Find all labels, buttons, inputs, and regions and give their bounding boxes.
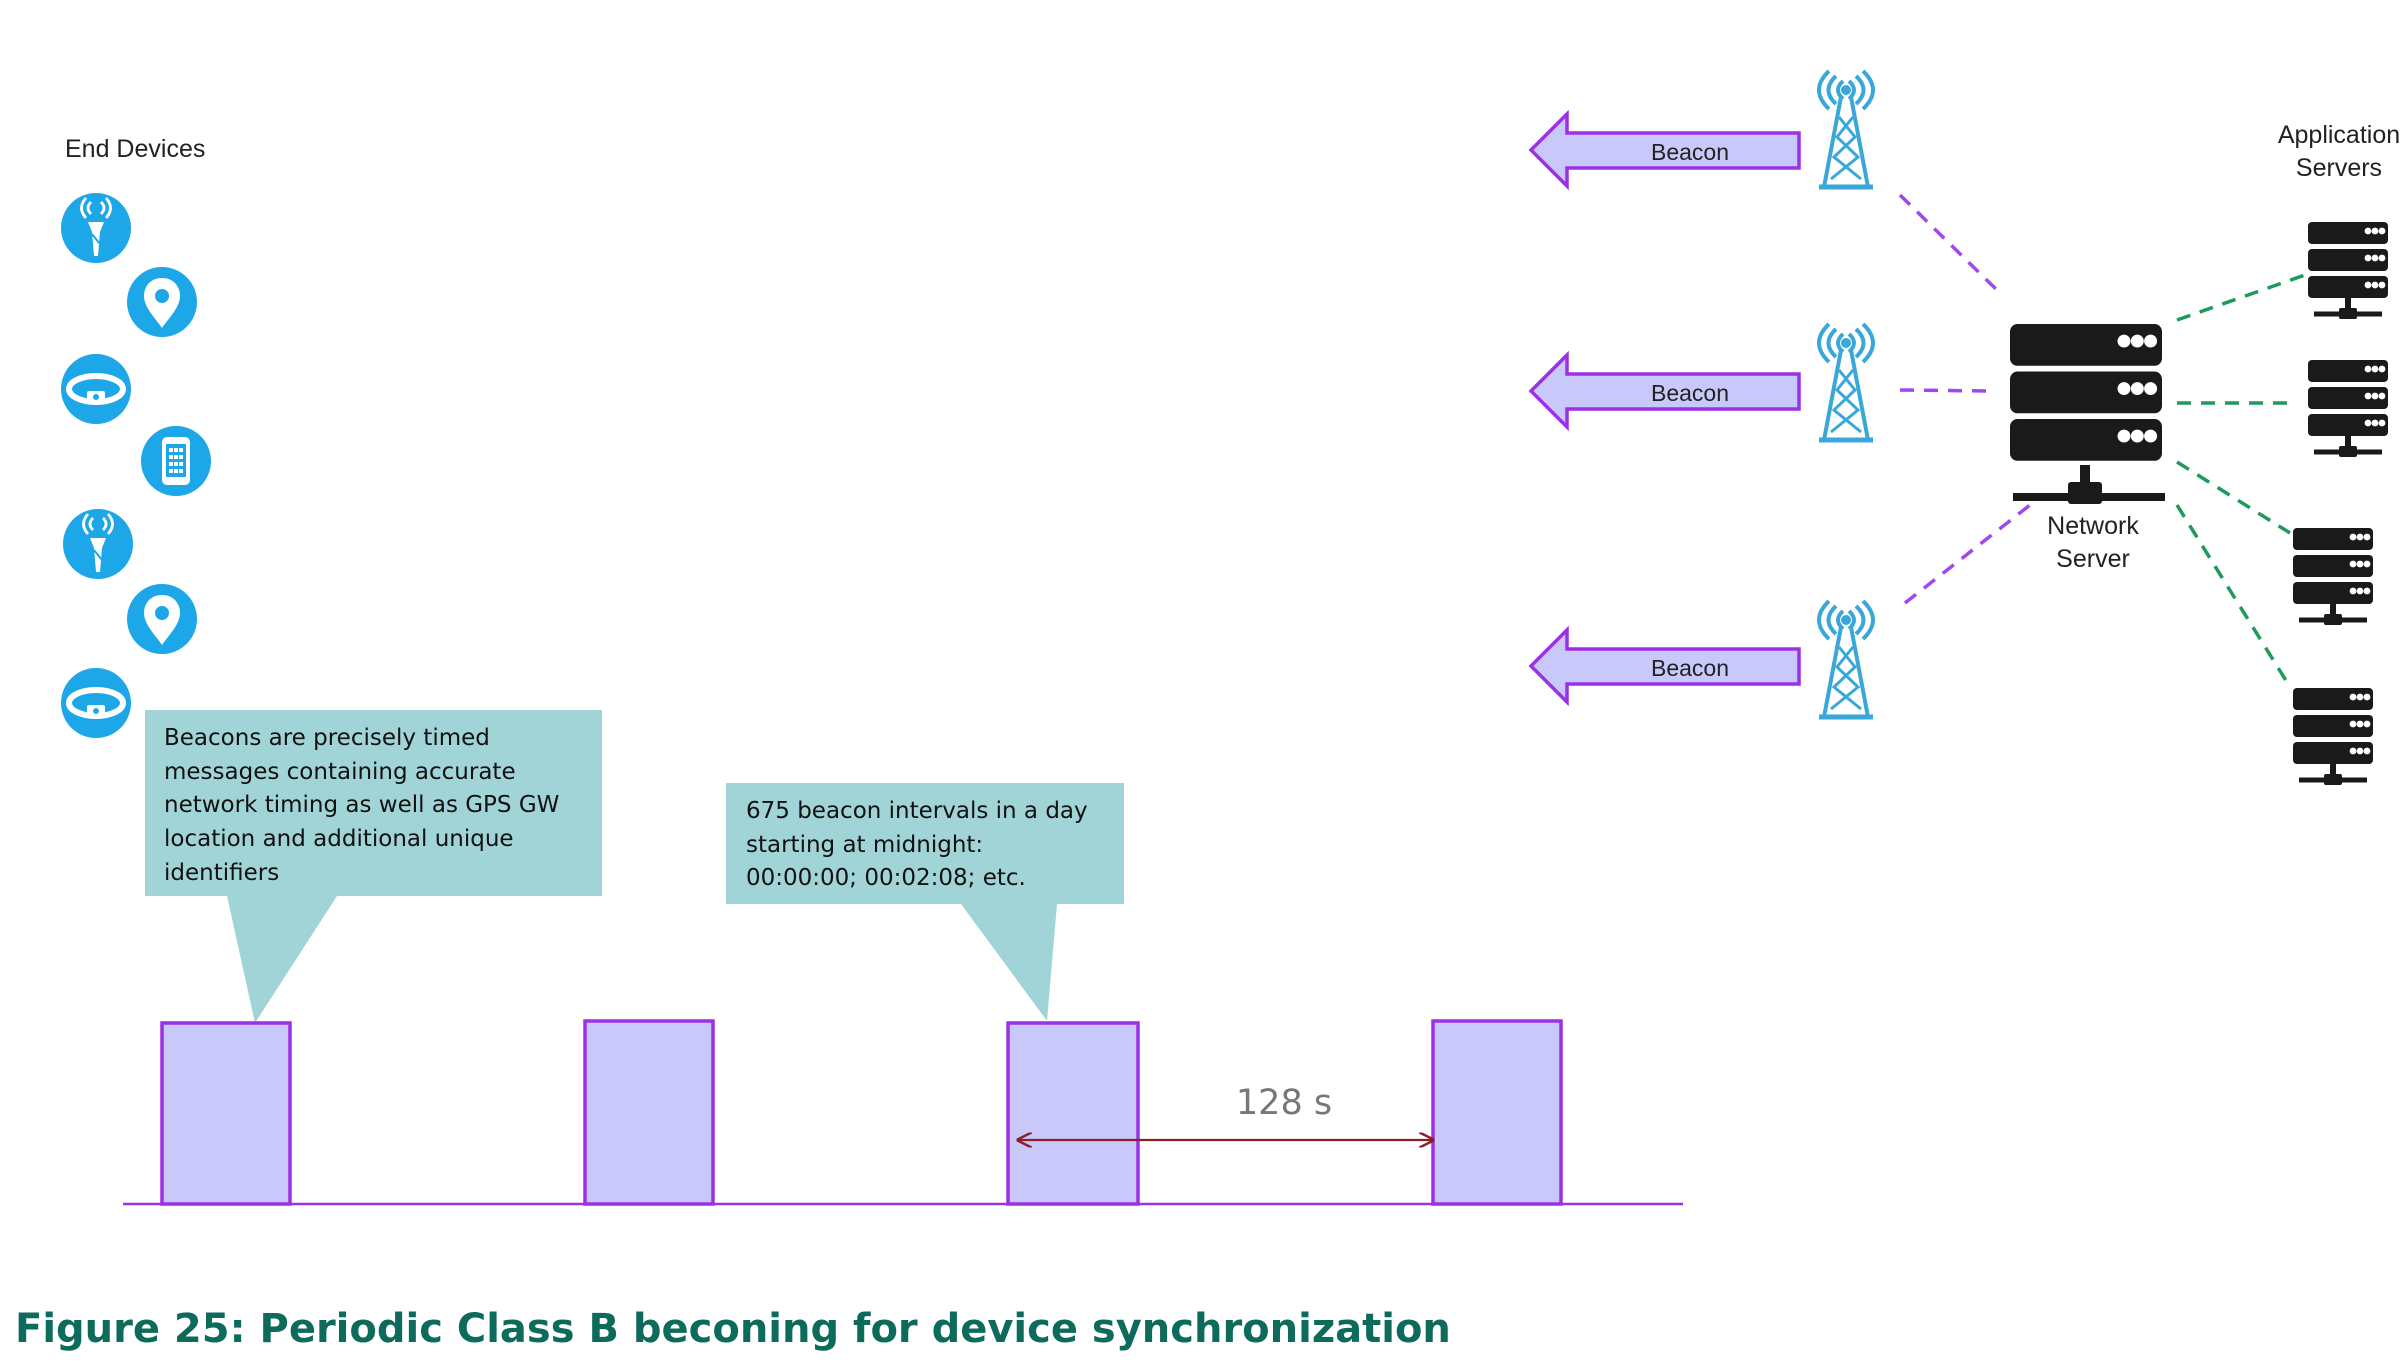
end-device-phone-icon <box>141 426 211 496</box>
application-server-icon-4 <box>2293 688 2373 785</box>
end-device-wristband-icon-2 <box>61 668 131 738</box>
gateway-tower-icon-2 <box>1819 324 1873 440</box>
gateway-links <box>1898 193 2032 605</box>
beacon-arrow-1: Beacon <box>1528 109 1801 191</box>
gateway-link-3 <box>1903 503 2032 605</box>
application-servers-label-line-2: Servers <box>2296 154 2382 182</box>
callout-right: 675 beacon intervals in a day starting a… <box>726 783 1124 1021</box>
gateway-link-2 <box>1899 388 1991 393</box>
application-server-icon-2 <box>2308 360 2388 457</box>
end-device-tower-icon-1 <box>61 193 131 263</box>
callout-right-line-1: 675 beacon intervals in a day <box>746 798 1088 824</box>
application-server-icon-3 <box>2293 528 2373 625</box>
beacon-slot-1 <box>160 1021 292 1206</box>
beacon-slot-2 <box>583 1019 715 1206</box>
network-server-label-line-2: Server <box>2056 545 2130 573</box>
network-server-icon <box>2010 324 2165 504</box>
callout-left-line-1: Beacons are precisely timed <box>164 725 490 751</box>
app-server-link-3 <box>2176 460 2291 535</box>
app-server-link-1 <box>2176 273 2306 322</box>
end-device-location-pin-icon-1 <box>127 267 197 337</box>
gateway-link-1 <box>1898 193 2004 297</box>
end-device-wristband-icon-1 <box>61 354 131 424</box>
app-server-link-4 <box>2175 504 2292 688</box>
application-servers-label-line-1: Application <box>2278 121 2400 149</box>
beacon-label-2: Beacon <box>1651 380 1729 406</box>
gateway-tower-icon-1 <box>1819 71 1873 187</box>
callout-left: Beacons are precisely timed messages con… <box>145 710 602 1023</box>
end-device-location-pin-icon-2 <box>127 584 197 654</box>
beacon-label-3: Beacon <box>1651 655 1729 681</box>
beacon-label-1: Beacon <box>1651 139 1729 165</box>
callout-right-line-3: 00:00:00; 00:02:08; etc. <box>746 865 1026 891</box>
gateway-tower-icon-3 <box>1819 601 1873 717</box>
network-server-label-line-1: Network <box>2047 512 2139 540</box>
end-device-tower-icon-2 <box>63 509 133 579</box>
callout-left-line-2: messages containing accurate <box>164 759 516 785</box>
interval-label: 128 s <box>1236 1083 1332 1123</box>
application-server-links <box>2175 273 2306 688</box>
callout-left-line-3: network timing as well as GPS GW <box>164 792 559 818</box>
application-server-icon-1 <box>2308 222 2388 319</box>
callout-left-line-4: location and additional unique <box>164 826 514 852</box>
beacon-arrow-3: Beacon <box>1528 625 1801 707</box>
beacon-slot-3 <box>1006 1021 1140 1206</box>
beacon-arrow-2: Beacon <box>1528 350 1801 432</box>
figure-caption: Figure 25: Periodic Class B beconing for… <box>15 1306 1451 1352</box>
end-devices-label: End Devices <box>65 135 205 163</box>
callout-left-line-5: identifiers <box>164 860 279 886</box>
callout-right-line-2: starting at midnight: <box>746 832 983 858</box>
beacon-slot-4 <box>1431 1019 1563 1206</box>
